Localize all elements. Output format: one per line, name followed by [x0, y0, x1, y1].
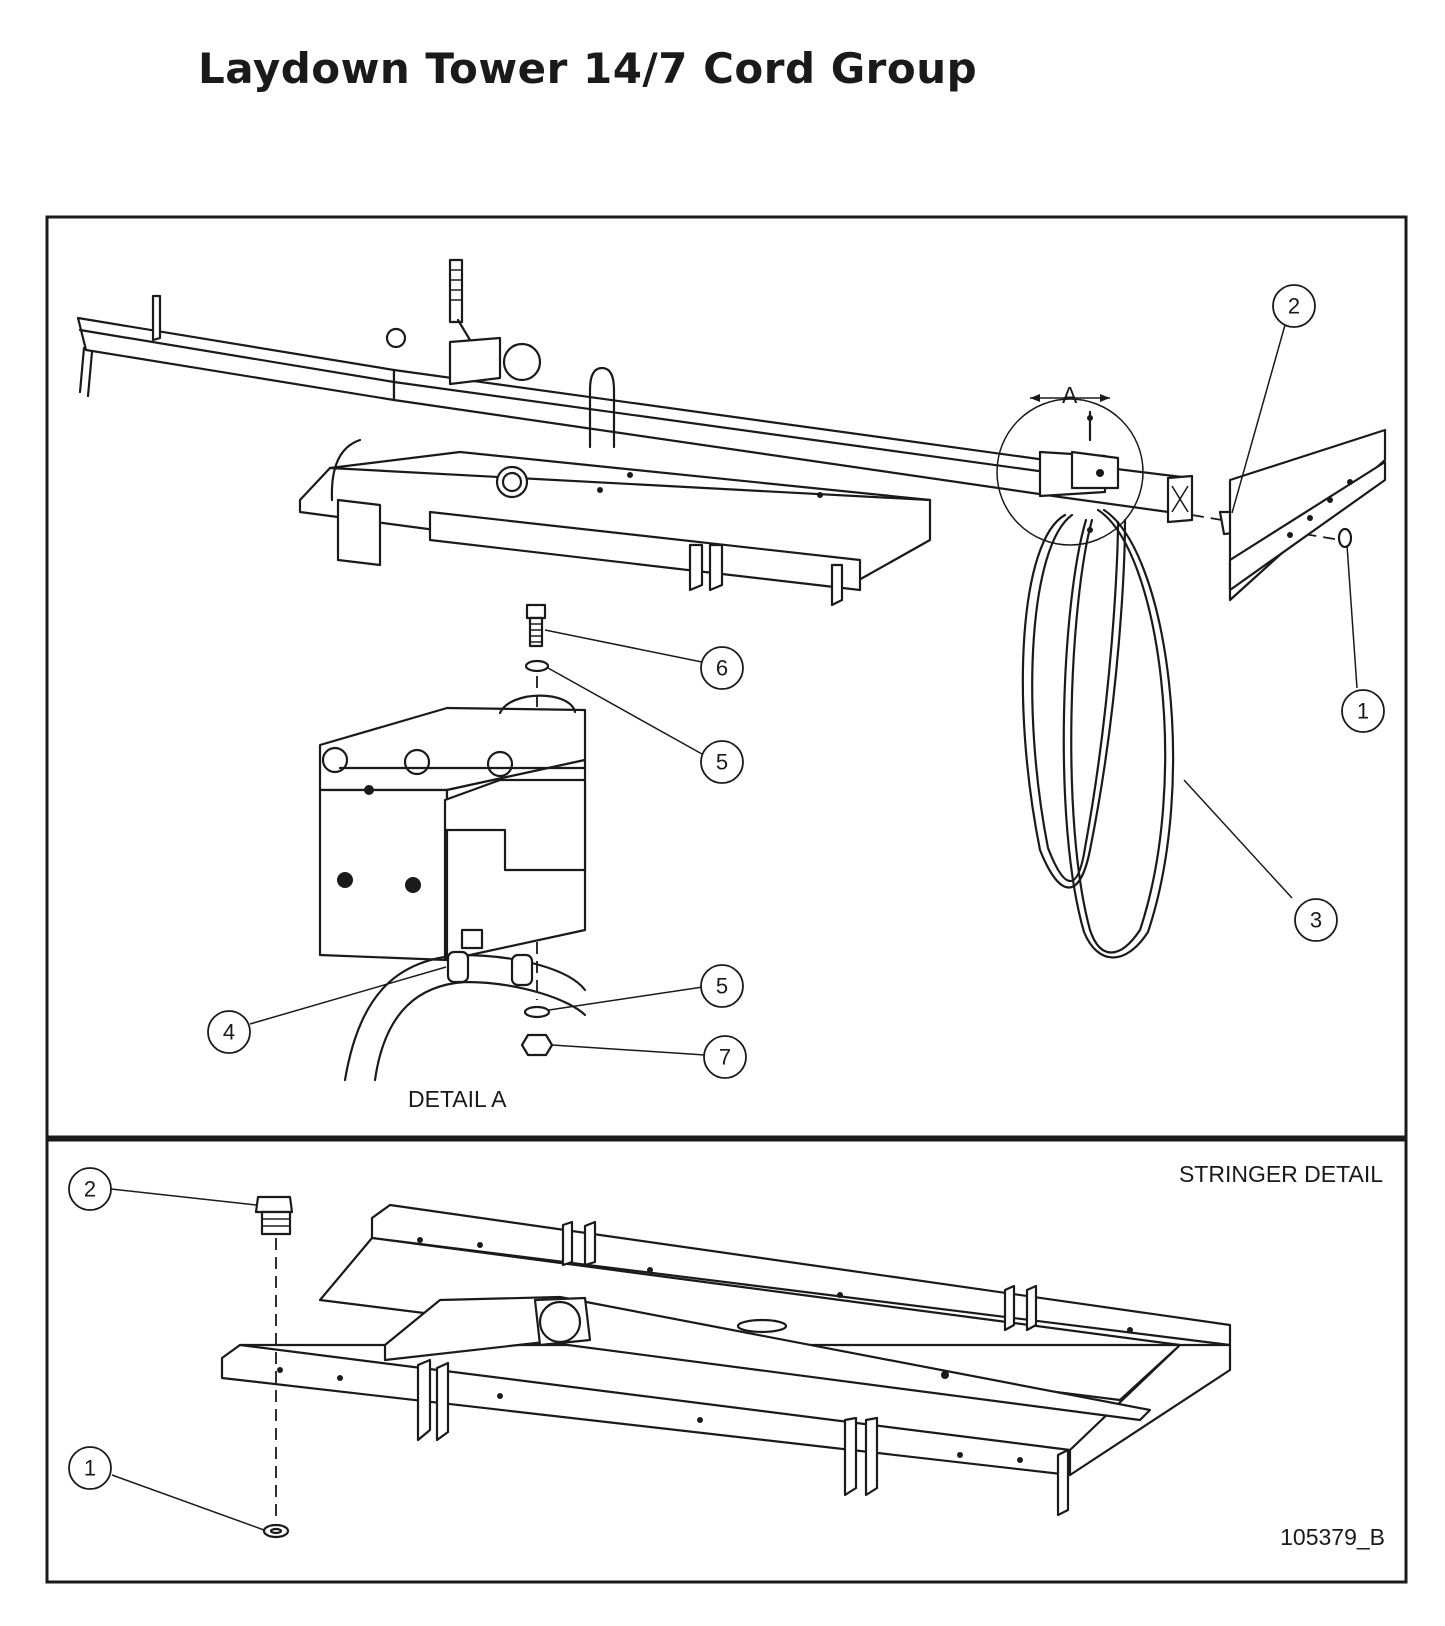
callout-2-top: 2 [1272, 284, 1316, 328]
callout-1-stringer: 1 [68, 1446, 112, 1490]
svg-text:2: 2 [1288, 294, 1300, 319]
svg-text:7: 7 [719, 1045, 731, 1070]
main-view-frame [45, 215, 1408, 1139]
callout-3-top: 3 [1294, 898, 1338, 942]
page-title: Laydown Tower 14/7 Cord Group [198, 44, 978, 93]
stringer-detail-view: STRINGER DETAIL [220, 1161, 1385, 1550]
drawing-number: 105379_B [1280, 1524, 1385, 1550]
tower-assembly: A [76, 258, 1387, 959]
svg-text:3: 3 [1310, 908, 1322, 933]
detail-a-marker-circle [996, 398, 1144, 546]
svg-text:4: 4 [223, 1020, 235, 1045]
detail-a-view: DETAIL A [318, 603, 587, 1112]
callout-leaders [110, 324, 1358, 1531]
callout-4-detail: 4 [207, 1010, 251, 1054]
detail-a-label: DETAIL A [408, 1086, 507, 1112]
svg-text:1: 1 [84, 1456, 96, 1481]
svg-text:6: 6 [716, 656, 728, 681]
view-marker-a: A [1062, 382, 1078, 408]
svg-text:5: 5 [716, 974, 728, 999]
callout-5-detail-upper: 5 [700, 740, 744, 784]
callout-2-stringer: 2 [68, 1167, 112, 1211]
callout-5-detail-lower: 5 [700, 964, 744, 1008]
stringer-view-frame [45, 1138, 1408, 1584]
callout-6-detail: 6 [700, 646, 744, 690]
svg-text:5: 5 [716, 750, 728, 775]
svg-text:1: 1 [1357, 699, 1369, 724]
svg-text:2: 2 [84, 1177, 96, 1202]
callout-1-top: 1 [1341, 689, 1385, 733]
callout-7-detail: 7 [703, 1035, 747, 1079]
stringer-detail-label: STRINGER DETAIL [1179, 1161, 1383, 1187]
